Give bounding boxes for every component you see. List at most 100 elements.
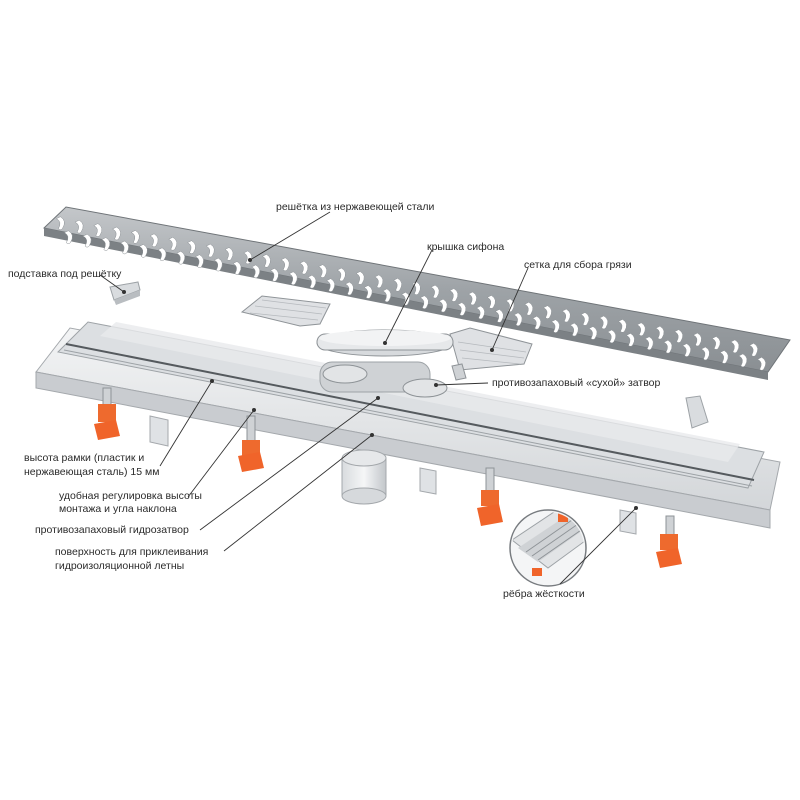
grate-slot — [269, 268, 279, 282]
grate-slot — [205, 243, 215, 258]
grate-slot — [336, 267, 346, 282]
grate-slot — [307, 274, 317, 289]
grate-slot — [663, 339, 673, 354]
grate-slot — [636, 322, 646, 337]
grate-slot — [355, 271, 365, 285]
grate-slot — [401, 292, 410, 306]
grate-slot — [711, 336, 721, 350]
grate-slot — [561, 308, 571, 323]
label-grate-stand: подставка под решётку — [8, 268, 122, 280]
label-adjustment-line2: монтажа и угла наклона — [59, 503, 177, 515]
grate-slot — [532, 315, 542, 330]
label-dirt-mesh: сетка для сбора грязи — [524, 259, 632, 271]
label-dry-trap: противозапаховый «сухой» затвор — [492, 377, 661, 389]
grate-slot — [326, 278, 335, 292]
label-frame-height-line1: высота рамки (пластик и — [24, 452, 145, 464]
label-stiffening-ribs: рёбра жёсткости — [503, 588, 585, 600]
grate-slot — [261, 254, 271, 268]
grate-slot — [280, 257, 290, 272]
grate-slot — [730, 339, 740, 354]
grate-slot — [419, 295, 429, 309]
drain-channel-body — [35, 321, 781, 535]
grate-slot — [120, 240, 129, 255]
dirt-mesh-right — [449, 327, 533, 381]
label-siphon-cover: крышка сифона — [427, 241, 505, 253]
label-adjustment-line1: удобная регулировка высоты — [59, 490, 202, 502]
grate-slot — [505, 298, 515, 313]
grate-slot — [130, 230, 140, 244]
stiffening-ribs-zoom — [509, 509, 587, 587]
grate-slot — [318, 264, 327, 278]
grate-slot — [468, 291, 477, 306]
grate-slot — [524, 301, 534, 316]
grate-slot — [607, 329, 617, 344]
grate-slot — [757, 357, 766, 371]
grate-slot — [213, 257, 223, 272]
grate-slot — [513, 312, 523, 327]
grate-slot — [599, 315, 609, 330]
grate-slot — [374, 274, 384, 289]
grate-slot — [138, 244, 148, 258]
grate-slot — [438, 298, 448, 313]
label-surface-line2: гидроизоляционной летны — [55, 560, 185, 572]
grate-slot — [82, 233, 92, 248]
grate-slot — [232, 261, 242, 275]
grate-slot — [149, 233, 159, 248]
grate-slot — [682, 343, 691, 357]
grate-slot — [692, 332, 702, 347]
grate-slot — [644, 336, 654, 351]
leader-lines — [99, 211, 637, 585]
grate-slot — [550, 319, 560, 333]
grate-slot — [700, 346, 710, 361]
grate-slot — [457, 302, 467, 316]
foot-4 — [656, 515, 682, 568]
label-frame-height-line2: нержавеющая сталь) 15 мм — [24, 466, 160, 478]
grate-slot — [719, 350, 729, 364]
label-grate: решётка из нержавеющей стали — [276, 201, 435, 213]
grate-slot — [224, 247, 234, 261]
label-surface-line1: поверхность для приклеивания — [55, 546, 209, 558]
dirt-mesh-left — [240, 295, 331, 327]
grate-slot — [476, 305, 485, 320]
grate-slot — [168, 236, 178, 251]
grate-slot — [625, 333, 635, 347]
grate-slot — [486, 295, 496, 309]
grate-slot — [382, 288, 392, 303]
grate-slot — [299, 260, 309, 275]
grate-slot — [494, 309, 504, 323]
grate-slot — [674, 329, 683, 343]
grate-stand-right — [685, 395, 709, 429]
stainless-grate — [42, 206, 791, 380]
grate-slot — [580, 312, 590, 326]
label-water-trap: противозапаховый гидрозатвор — [35, 524, 189, 536]
leader-dots — [122, 258, 638, 510]
grate-slot — [176, 250, 186, 265]
grate-slot — [393, 278, 402, 292]
foot-2 — [238, 415, 264, 472]
grate-slot — [738, 353, 748, 368]
grate-slot — [112, 226, 121, 241]
grate-slot — [569, 322, 579, 337]
grate-slot — [288, 271, 298, 286]
grate-slot — [55, 216, 65, 230]
grate-slot — [542, 305, 552, 319]
grate-slot — [749, 343, 758, 357]
grate-slot — [157, 247, 167, 262]
grate-slot — [101, 237, 111, 251]
adjustable-feet — [94, 387, 682, 568]
grate-slot — [93, 223, 103, 237]
foot-1 — [94, 387, 120, 440]
grate-slot — [251, 264, 261, 279]
foot-3 — [477, 467, 503, 526]
grate-slot — [74, 219, 84, 234]
grate-slot — [617, 319, 627, 333]
grate-slot — [588, 326, 598, 340]
grate-slot — [430, 284, 440, 299]
grate-slot — [449, 288, 459, 302]
grate-slot — [363, 285, 373, 299]
grate-slot — [655, 325, 665, 340]
grate-slot — [194, 254, 204, 268]
grate-slot — [344, 281, 354, 296]
grate-slot — [186, 240, 196, 254]
